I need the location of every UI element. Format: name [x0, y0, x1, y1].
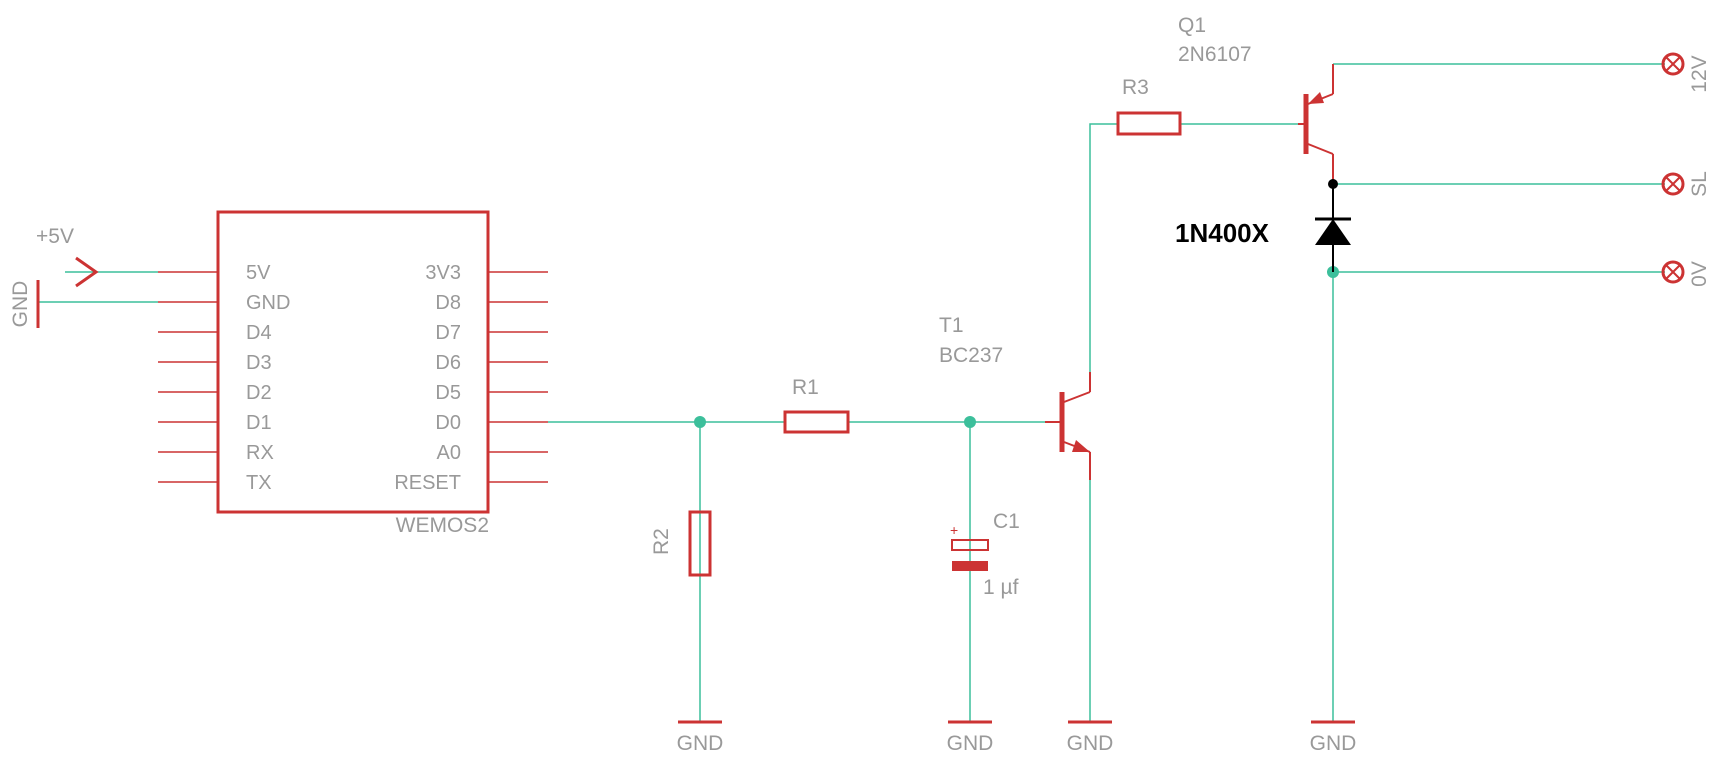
connector-0v-label: 0V — [1688, 261, 1711, 287]
pin-label-left: D3 — [246, 352, 272, 374]
connector-cross — [1665, 264, 1681, 280]
q1-emitter-arrow — [1308, 92, 1324, 104]
t1-collector-lead — [1063, 391, 1091, 403]
connector-12v-label: 12V — [1688, 55, 1711, 92]
diode — [1315, 179, 1351, 272]
pin-label-left: GND — [246, 292, 290, 314]
wires — [38, 63, 1665, 722]
wire-t1-collector — [1089, 123, 1118, 372]
connector-pad — [1661, 260, 1685, 284]
pin-label-left: 5V — [246, 262, 271, 284]
t1-emitter-arrow — [1072, 440, 1090, 452]
junction-d0 — [694, 416, 706, 428]
pin-label-left: D2 — [246, 382, 272, 404]
pin-label-right: D7 — [435, 322, 461, 344]
c1-capacitor — [951, 539, 989, 571]
q1-collector-lead — [1307, 143, 1334, 155]
t1-transistor — [1045, 372, 1091, 480]
junction-base — [964, 416, 976, 428]
r1-resistor — [783, 410, 850, 434]
pin-label-left: D1 — [246, 412, 272, 434]
pin-label-left: D4 — [246, 322, 272, 344]
connector-sl-label: SL — [1688, 171, 1711, 197]
diode-triangle — [1315, 219, 1351, 245]
pin-label-right: D8 — [435, 292, 461, 314]
pin-label-left: RX — [246, 442, 274, 464]
q1-transistor — [1298, 64, 1334, 184]
connector-0v — [1661, 260, 1685, 284]
connector-12v — [1661, 52, 1685, 76]
pin-label-right: RESET — [394, 472, 461, 494]
c1-value: 1 µf — [983, 576, 1019, 599]
c1-plate-positive — [951, 539, 989, 551]
r1-label: R1 — [792, 376, 819, 399]
c1-polarity-mark: + — [950, 522, 958, 538]
t1-label: T1 — [939, 314, 964, 337]
r2-label: R2 — [650, 528, 673, 555]
gnd-label-r2: GND — [677, 732, 724, 755]
pin-label-right: 3V3 — [425, 262, 461, 284]
connector-pad — [1661, 52, 1685, 76]
pin-label-right: D0 — [435, 412, 461, 434]
module-name: WEMOS2 — [396, 514, 489, 537]
t1-part: BC237 — [939, 344, 1003, 367]
gnd-label-c1: GND — [947, 732, 994, 755]
c1-plate-negative — [952, 561, 988, 571]
gnd-label-t1: GND — [1067, 732, 1114, 755]
connector-pad — [1661, 172, 1685, 196]
gnd-label-0v: GND — [1310, 732, 1357, 755]
r2-resistor — [688, 510, 712, 577]
pin-label-right: A0 — [437, 442, 461, 464]
connector-cross — [1665, 56, 1681, 72]
gnd-supply-label: GND — [9, 281, 32, 328]
q1-part: 2N6107 — [1178, 43, 1252, 66]
pin-label-right: D6 — [435, 352, 461, 374]
diode-junction-dot — [1328, 179, 1338, 189]
r3-label: R3 — [1122, 76, 1149, 99]
pin-label-left: TX — [246, 472, 272, 494]
connector-sl — [1661, 172, 1685, 196]
c1-label: C1 — [993, 510, 1020, 533]
plus5v-label: +5V — [36, 225, 74, 248]
plus5v-symbol — [75, 256, 99, 288]
wemos-module: 5V GND D4 D3 D2 D1 RX TX 3V3 D8 D7 D6 D5… — [158, 210, 548, 537]
pin-label-right: D5 — [435, 382, 461, 404]
connector-cross — [1665, 176, 1681, 192]
r3-resistor — [1116, 111, 1182, 136]
q1-label: Q1 — [1178, 14, 1206, 37]
diode-label: 1N400X — [1175, 218, 1270, 248]
